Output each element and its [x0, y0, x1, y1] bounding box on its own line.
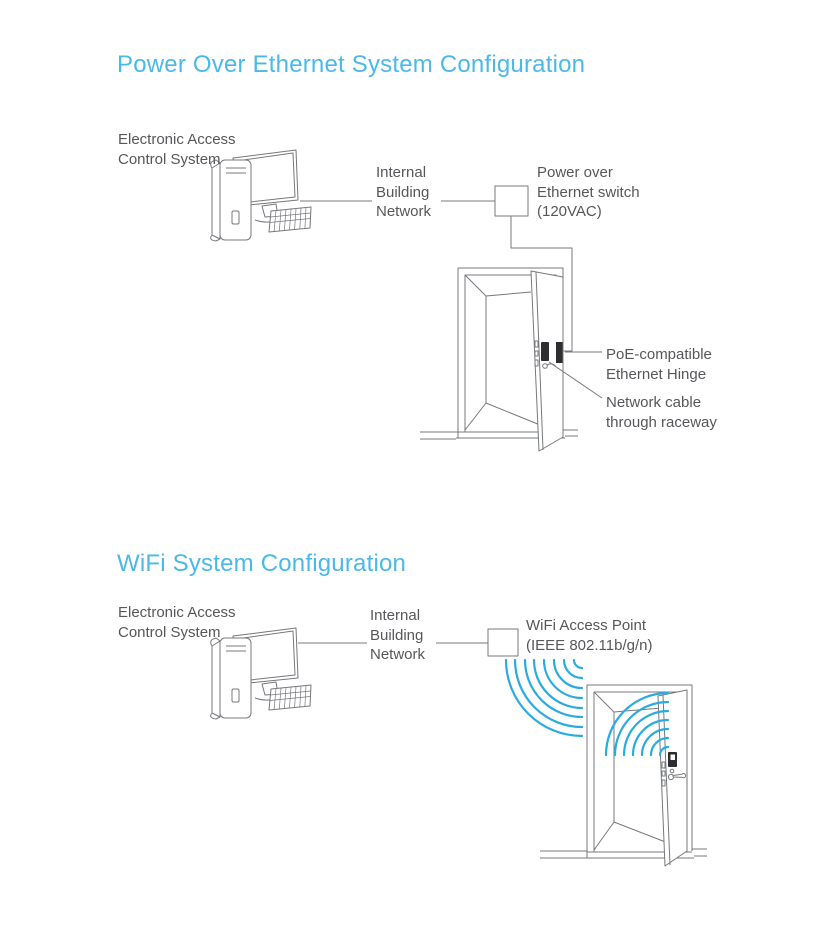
lock-knob-icon: [669, 768, 675, 774]
network-cable-label: Network cable through raceway: [606, 394, 717, 431]
ground-lines: [420, 429, 578, 440]
door-handle-icon: [542, 363, 548, 369]
ground-lines: [540, 848, 707, 859]
lock-reader: [541, 342, 549, 361]
cable-leader-line: [548, 361, 603, 399]
poe-switch-box: [494, 185, 529, 217]
poe-section-title: Power Over Ethernet System Configuration: [117, 51, 586, 78]
ethernet-hinge: [556, 342, 563, 363]
wifi-section-title: WiFi System Configuration: [117, 550, 407, 577]
ethernet-hinge-label: PoE-compatible Ethernet Hinge: [606, 346, 712, 383]
poe-door-illustration: [420, 267, 578, 452]
wifi-door-illustration: [540, 684, 707, 867]
doorway-interior: [593, 691, 669, 851]
latch-plate: [534, 340, 539, 367]
latch-plate: [661, 761, 666, 787]
internal-network-label: Internal Building Network: [370, 607, 426, 663]
eacs-label: Electronic Access Control System: [118, 604, 236, 641]
wifi-waves-access-point: [504, 658, 584, 738]
wifi-access-point-label: WiFi Access Point (IEEE 802.11b/g/n): [526, 617, 653, 654]
internal-network-label: Internal Building Network: [376, 164, 432, 220]
wifi-access-point-box: [487, 628, 519, 657]
wifi-waves-lock: [604, 691, 670, 757]
poe-switch-label: Power over Ethernet switch (120VAC): [537, 164, 640, 220]
eacs-label: Electronic Access Control System: [118, 131, 236, 168]
poe-network-cable-line: [510, 216, 573, 352]
doorway-interior: [464, 274, 541, 431]
